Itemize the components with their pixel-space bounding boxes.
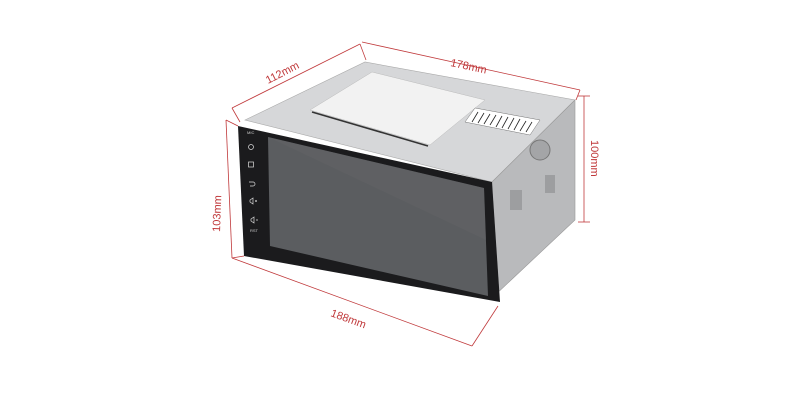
volume-up-icon[interactable] (249, 197, 257, 205)
mic-label: MIC (247, 130, 254, 135)
mounting-bracket (510, 190, 522, 210)
screen-reflection (268, 137, 486, 240)
back-icon[interactable] (249, 181, 256, 187)
power-icon[interactable] (248, 144, 254, 150)
height-back-dimension: 100mm (588, 140, 600, 177)
spec-label-sticker (309, 71, 486, 146)
screen[interactable] (268, 137, 488, 296)
mounting-bracket (545, 175, 555, 193)
volume-down-icon[interactable] (250, 216, 258, 224)
label-band (311, 111, 429, 147)
mounting-gear (529, 139, 551, 161)
width-front-dimension: 188mm (329, 308, 368, 332)
reset-label: RST (250, 228, 259, 233)
home-icon[interactable] (248, 161, 254, 168)
dimension-lines (225, 41, 590, 347)
width-top-dimension: 178mm (449, 57, 487, 76)
height-front-dimension: 103mm (211, 195, 224, 232)
